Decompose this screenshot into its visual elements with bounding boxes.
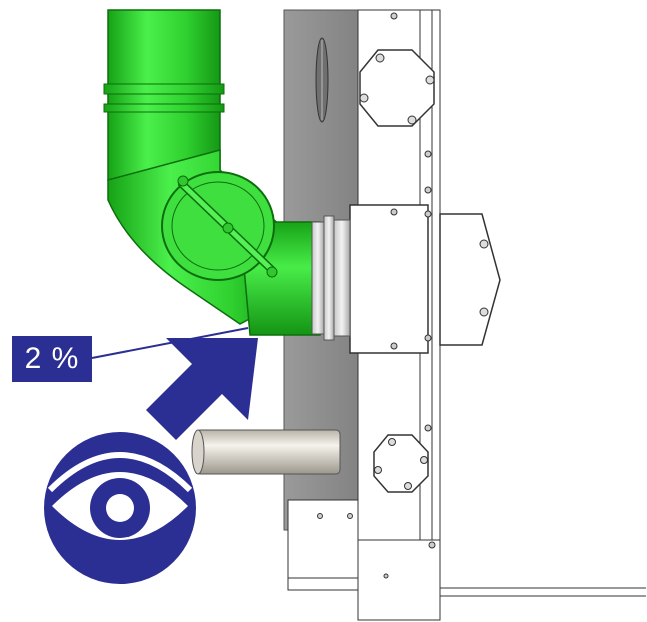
mounting-plate-bottom bbox=[373, 434, 429, 493]
callout-leader-line bbox=[91, 327, 249, 359]
eye-icon bbox=[44, 432, 196, 584]
wall-collar bbox=[311, 215, 351, 341]
slope-callout-label: 2 % bbox=[12, 336, 92, 382]
flue-connection-plate bbox=[349, 204, 501, 354]
cleanout-rod bbox=[191, 429, 341, 475]
flue-pipe bbox=[103, 9, 321, 336]
arrow-icon bbox=[146, 338, 258, 440]
mounting-plate-top bbox=[359, 49, 435, 127]
cabinet-screws bbox=[317, 12, 436, 579]
